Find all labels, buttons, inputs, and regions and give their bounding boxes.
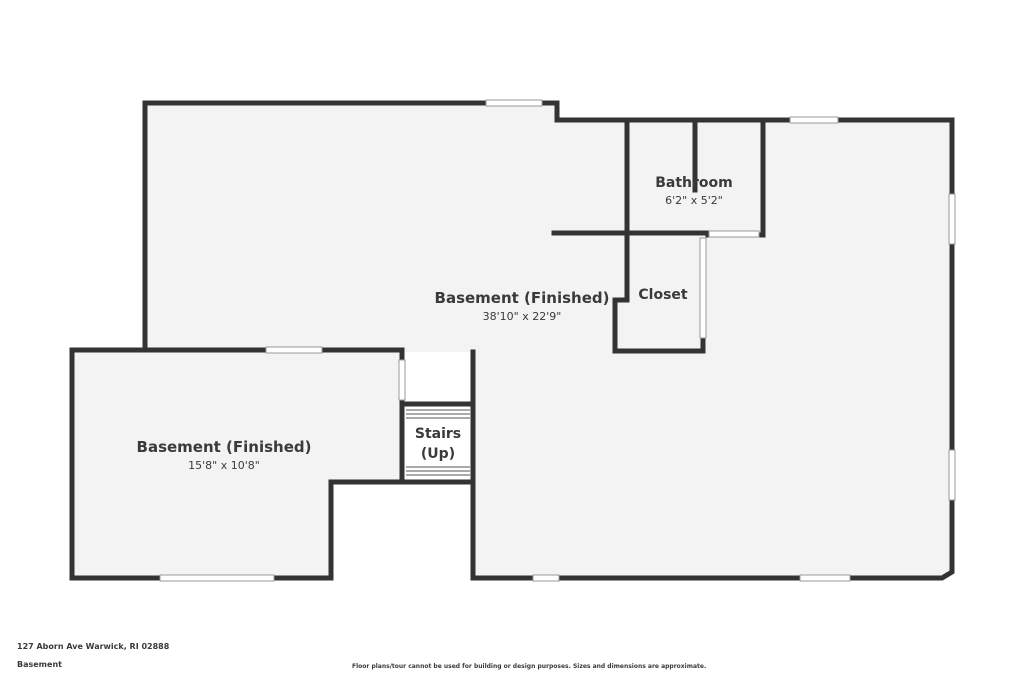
opening-closet-door (699, 237, 707, 339)
room-name-small-basement: Basement (Finished) (137, 438, 312, 456)
walls (69, 100, 955, 581)
window-right-upper (948, 193, 956, 245)
room-dims-bathroom: 6'2" x 5'2" (665, 194, 723, 207)
disclaimer-text: Floor plans/tour cannot be used for buil… (352, 663, 707, 670)
stair-treads (406, 409, 470, 476)
room-name-closet: Closet (638, 287, 688, 303)
room-name-main-basement: Basement (Finished) (435, 289, 610, 307)
level-label: Basement (17, 660, 62, 669)
window-bottom-right (799, 574, 851, 582)
window-right-lower (948, 449, 956, 501)
window-top (485, 99, 543, 107)
room-name-bathroom: Bathroom (655, 175, 733, 191)
opening-bath-door (708, 230, 760, 238)
stairs-floor (404, 406, 472, 480)
room-dims-small-basement: 15'8" x 10'8" (188, 459, 260, 472)
main-basement-floor (145, 103, 952, 578)
small-basement-floor (72, 350, 402, 578)
windows (159, 99, 956, 582)
address-text: 127 Aborn Ave Warwick, RI 02888 (17, 642, 170, 651)
stairs-label-line2: (Up) (421, 446, 455, 462)
window-bottom-left (532, 574, 560, 582)
stairs-label-line1: Stairs (415, 426, 461, 442)
window-bathroom-top (789, 116, 839, 124)
window-small-top (265, 346, 323, 354)
room-dims-main-basement: 38'10" x 22'9" (483, 310, 562, 323)
opening-small-right (398, 359, 406, 401)
window-small-bottom (159, 574, 275, 582)
